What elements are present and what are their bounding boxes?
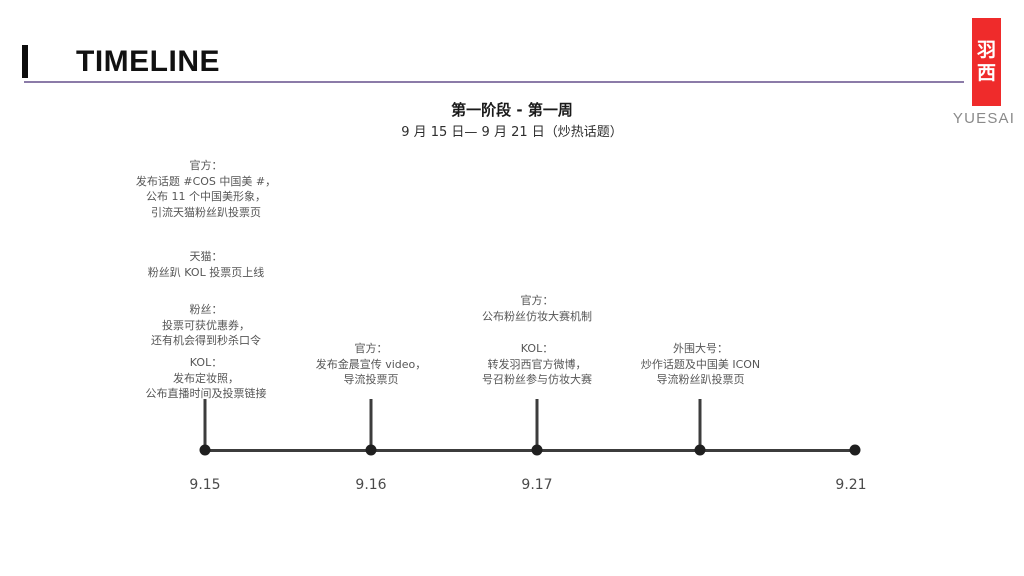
timeline-node-stem [369, 399, 373, 450]
timeline-date-label: 9.15 [189, 477, 221, 493]
brand-wordmark: YUESAI [952, 110, 1016, 127]
timeline-note-n6: 官方： 公布粉丝仿妆大赛机制 [482, 294, 592, 323]
timeline-node-stem [203, 399, 207, 450]
timeline-node-stem [698, 399, 702, 450]
timeline-note-n8: 外围大号： 炒作话题及中国美 ICON 导流粉丝趴投票页 [640, 342, 761, 386]
timeline-note-n3: 粉丝： 投票可获优惠券， 还有机会得到秒杀口令 [151, 303, 261, 347]
timeline-node-stem [535, 399, 539, 450]
timeline-note-n7: KOL： 转发羽西官方微博， 号召粉丝参与仿妆大赛 [482, 342, 592, 386]
brand-banner-icon: 羽 西 [972, 18, 1001, 106]
timeline-note-n1: 官方： 发布话题 #COS 中国美 #， 公布 11 个中国美形象， 引流天猫粉… [135, 159, 277, 219]
timeline-date-label: 9.16 [355, 477, 387, 493]
timeline-node-dot[interactable] [849, 444, 861, 456]
timeline-date-label: 9.17 [521, 477, 553, 493]
timeline-note-n2: 天猫： 粉丝趴 KOL 投票页上线 [147, 250, 265, 279]
phase-subtitle: 9 月 15 日— 9 月 21 日（炒热话题） [401, 125, 623, 140]
brand-cjk-char-2: 西 [976, 62, 996, 84]
phase-title: 第一阶段 - 第一周 [451, 101, 573, 119]
timeline-axis-line [205, 449, 855, 452]
header-accent-bar [22, 45, 28, 78]
brand-cjk-char-1: 羽 [976, 39, 996, 61]
timeline-date-label: 9.21 [835, 477, 867, 493]
timeline-node-dot[interactable] [694, 444, 706, 456]
page-header: TIMELINE [0, 0, 1024, 90]
page-title: TIMELINE [76, 45, 220, 78]
timeline-note-n4: KOL： 发布定妆照， 公布直播时间及投票链接 [145, 356, 267, 400]
timeline-node-dot[interactable] [365, 444, 377, 456]
timeline-node-dot[interactable] [199, 444, 211, 456]
brand-logo: 羽 西 YUESAI [944, 16, 1024, 134]
header-divider-rule [24, 81, 964, 83]
timeline-note-n5: 官方： 发布金晨宣传 video， 导流投票页 [315, 342, 427, 386]
timeline-node-dot[interactable] [531, 444, 543, 456]
